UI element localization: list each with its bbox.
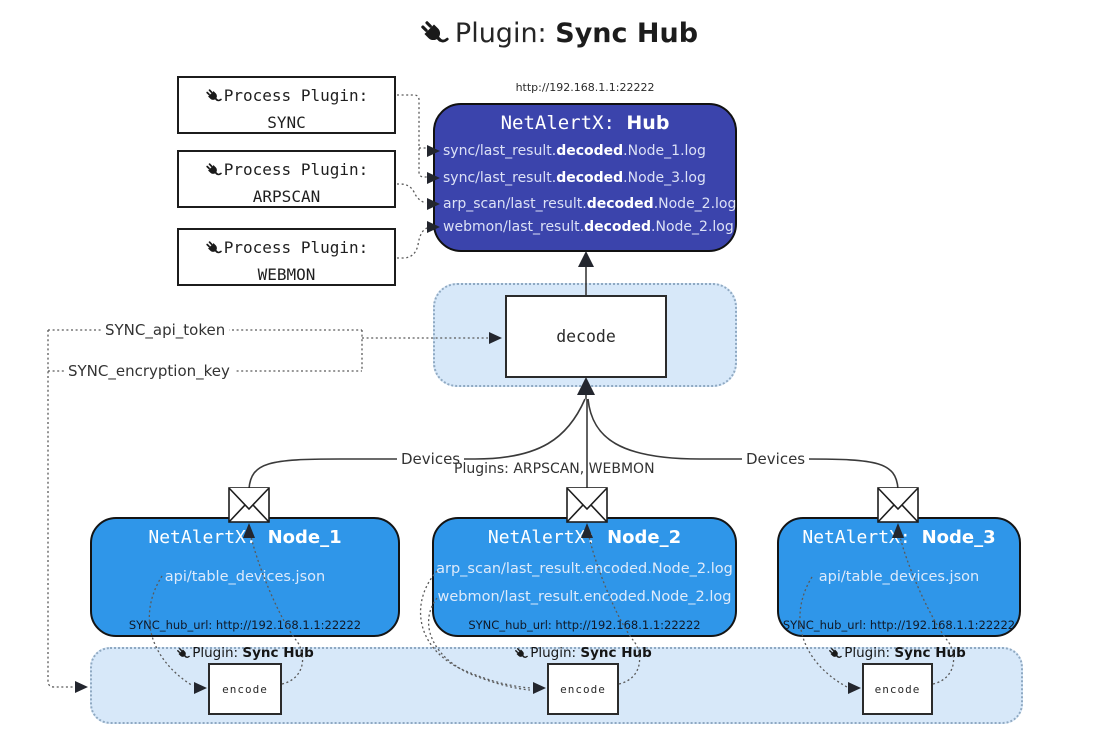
node-hub-url: SYNC_hub_url: http://192.168.1.1:22222: [468, 618, 701, 632]
hub-log-line: sync/last_result.decoded.Node_3.log: [443, 170, 706, 186]
plug-icon: [205, 240, 222, 260]
node-title: NetAlertX: Node_1: [148, 527, 342, 548]
hub-title-prefix: NetAlertX:: [500, 112, 615, 134]
label-sync-encryption-key: SYNC_encryption_key: [64, 362, 234, 380]
sync-hub-plugin-label: Plugin: Sync Hub: [165, 645, 325, 663]
page-title: Plugin: Sync Hub: [0, 18, 1117, 53]
connector-webmon-to-hub: [397, 227, 428, 259]
encode-box: encode: [547, 663, 619, 715]
node-file: api/table_devices.json: [164, 569, 326, 585]
process-plugin-name: SYNC: [267, 113, 306, 133]
label-sync-api-token: SYNC_api_token: [101, 321, 230, 339]
process-plugin-box-sync: Process Plugin: SYNC: [177, 76, 396, 134]
process-plugin-label: Process Plugin:: [223, 160, 369, 179]
process-plugin-box-webmon: Process Plugin: WEBMON: [177, 228, 396, 286]
hub-box: [433, 103, 737, 252]
plug-icon: [205, 162, 222, 182]
connector-to-sync-panel: [47, 330, 75, 688]
sync-hub-plugin-label: Plugin: Sync Hub: [817, 645, 977, 663]
hub-title-name: Hub: [626, 112, 670, 134]
process-plugin-box-arpscan: Process Plugin: ARPSCAN: [177, 150, 396, 208]
process-plugin-name: ARPSCAN: [252, 187, 321, 207]
process-plugin-name: WEBMON: [257, 265, 316, 285]
node-hub-url: SYNC_hub_url: http://192.168.1.1:22222: [128, 618, 362, 632]
process-plugin-label: Process Plugin:: [223, 86, 369, 105]
plug-icon: [176, 647, 191, 663]
node-title: NetAlertX: Node_3: [802, 527, 996, 548]
node-file: api/table_devices.json: [818, 569, 980, 585]
node-hub-url: SYNC_hub_url: http://192.168.1.1:22222: [782, 618, 1016, 632]
process-plugin-label: Process Plugin:: [223, 238, 369, 257]
hub-log-line: webmon/last_result.decoded.Node_2.log: [443, 219, 734, 235]
node-file: webmon/last_result.encoded.Node_2.log: [437, 589, 732, 605]
hub-log-line: sync/last_result.decoded.Node_1.log: [443, 143, 706, 159]
label-plugins-mid: Plugins: ARPSCAN, WEBMON: [454, 461, 655, 477]
plug-icon: [205, 88, 222, 108]
page-title-name: Sync Hub: [555, 18, 699, 49]
node-file: arp_scan/last_result.encoded.Node_2.log: [436, 561, 733, 577]
hub-title: NetAlertX: Hub: [433, 112, 737, 134]
connector-sync-to-hub: [397, 94, 427, 178]
decode-box: decode: [505, 295, 667, 378]
plug-icon: [419, 18, 449, 53]
node-title: NetAlertX: Node_2: [487, 527, 682, 548]
sync-hub-plugin-label: Plugin: Sync Hub: [503, 645, 663, 663]
page-title-prefix: Plugin:: [454, 18, 547, 49]
plug-icon: [514, 647, 529, 663]
hub-log-line: arp_scan/last_result.decoded.Node_2.log: [443, 196, 737, 212]
arrowhead-icon: [75, 681, 88, 693]
label-devices-right: Devices: [742, 450, 810, 468]
encode-box: encode: [862, 663, 933, 715]
hub-url: http://192.168.1.1:22222: [515, 81, 655, 94]
plug-icon: [828, 647, 843, 663]
arrowhead-icon: [578, 251, 594, 267]
connector-arpscan-to-hub: [397, 183, 427, 204]
encode-box: encode: [208, 663, 282, 715]
